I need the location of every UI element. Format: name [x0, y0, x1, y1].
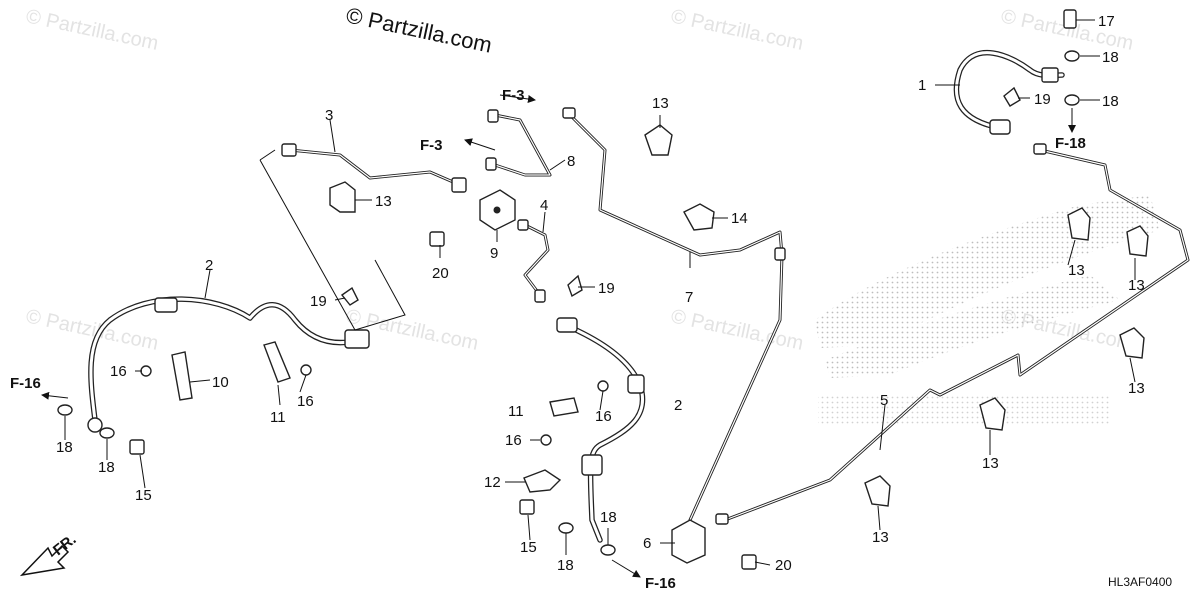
callout-19-b: 19 [598, 280, 615, 297]
group-outline [259, 149, 406, 331]
watermark: © Partzilla.com [669, 305, 805, 355]
callout-15-left: 15 [135, 487, 152, 504]
part-2-brake-hose-center [556, 317, 646, 543]
ref-label-f16-left: F-16 [10, 375, 41, 392]
callout-19-c: 19 [1034, 91, 1051, 108]
callout-13-right-a: 13 [1068, 262, 1085, 279]
part-1-brake-hose [953, 49, 1065, 135]
ref-label-f16-bottom: F-16 [645, 575, 676, 592]
front-direction-indicator: FR. [19, 531, 80, 577]
callout-16-d: 16 [505, 432, 522, 449]
watermark: © Partzilla.com [669, 5, 805, 55]
ref-label-f3-top: F-3 [502, 87, 525, 104]
callout-13-right-b: 13 [1128, 277, 1145, 294]
callout-11-left: 11 [270, 409, 286, 426]
watermark: © Partzilla.com [24, 5, 160, 55]
part-3-brake-pipe [281, 143, 467, 193]
callout-13-left: 13 [375, 193, 392, 210]
ref-label-f3-middle: F-3 [420, 137, 443, 154]
callout-2-left: 2 [205, 257, 213, 274]
diagram-code: HL3AF0400 [1108, 575, 1172, 589]
callout-5: 5 [880, 392, 888, 409]
callout-3: 3 [325, 107, 333, 124]
clamp-12 [523, 469, 562, 493]
callout-16-a: 16 [110, 363, 127, 380]
callout-18-b: 18 [98, 459, 115, 476]
clip-19-group [340, 86, 1021, 306]
callout-16-b: 16 [297, 393, 314, 410]
callout-13-right-c: 13 [1128, 380, 1145, 397]
callout-12: 12 [484, 474, 501, 491]
callout-9: 9 [490, 245, 498, 262]
callout-18-c: 18 [557, 557, 574, 574]
clip-14 [683, 203, 715, 231]
watermark-main: © Partzilla.com [344, 2, 494, 57]
callout-20-b: 20 [775, 557, 792, 574]
callout-1: 1 [918, 77, 926, 94]
clamp-11-group [263, 341, 579, 417]
callout-2-center: 2 [674, 397, 682, 414]
callout-6: 6 [643, 535, 651, 552]
callout-18-f: 18 [1102, 93, 1119, 110]
part-9-joint [479, 189, 516, 231]
part-2-brake-hose-left [87, 296, 370, 433]
callout-18-a: 18 [56, 439, 73, 456]
part-8-brake-pipe [485, 109, 552, 177]
callout-18-d: 18 [600, 509, 617, 526]
reference-arrows [41, 94, 1076, 578]
callout-10: 10 [212, 374, 229, 391]
callout-16-c: 16 [595, 408, 612, 425]
callout-15-center: 15 [520, 539, 537, 556]
callout-18-e: 18 [1102, 49, 1119, 66]
part-6-joint [671, 519, 706, 564]
callout-13-top: 13 [652, 95, 669, 112]
clip-13-group [329, 124, 1149, 507]
callout-11-center: 11 [508, 403, 524, 420]
bolt-group [129, 9, 1077, 570]
brand-logo [815, 195, 1160, 425]
callout-8: 8 [567, 153, 575, 170]
callout-19-a: 19 [310, 293, 327, 310]
part-4-brake-pipe [517, 219, 550, 303]
bracket-10 [171, 351, 193, 401]
callout-4: 4 [540, 197, 548, 214]
callout-13-right-d: 13 [982, 455, 999, 472]
callout-14: 14 [731, 210, 748, 227]
callout-7: 7 [685, 289, 693, 306]
callout-20-a: 20 [432, 265, 449, 282]
part-5-brake-pipe [715, 143, 1190, 525]
callout-17: 17 [1098, 13, 1115, 30]
part-7-brake-pipe [562, 107, 786, 522]
ref-label-f18: F-18 [1055, 135, 1086, 152]
callout-13-right-e: 13 [872, 529, 889, 546]
leader-lines [64, 19, 1136, 566]
